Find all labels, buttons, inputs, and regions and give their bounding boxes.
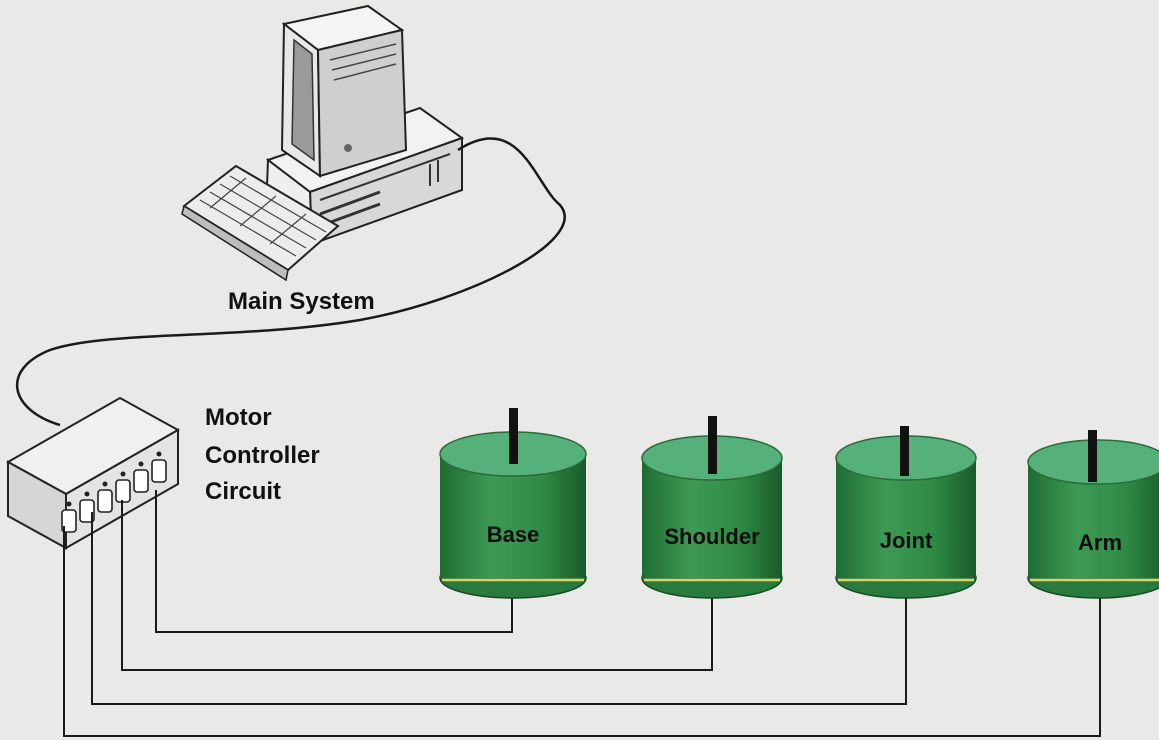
motor-joint bbox=[835, 426, 977, 599]
control-wires bbox=[63, 490, 1101, 737]
wire-base bbox=[155, 490, 513, 633]
motor-controller-icon bbox=[5, 396, 181, 550]
controller-label-line2: Controller bbox=[205, 442, 320, 469]
wire-joint bbox=[91, 512, 907, 705]
motor-label-joint: Joint bbox=[879, 528, 933, 553]
motor-arm bbox=[1027, 430, 1159, 599]
computer-icon bbox=[181, 4, 465, 282]
motor-label-base: Base bbox=[486, 522, 540, 547]
wire-arm bbox=[63, 526, 1101, 737]
controller-label-line3: Circuit bbox=[205, 478, 282, 505]
motor-base bbox=[439, 408, 587, 599]
motor-label-shoulder: Shoulder bbox=[664, 524, 760, 549]
motor-label-arm: Arm bbox=[1077, 530, 1123, 555]
controller-label-line1: Motor bbox=[205, 404, 272, 431]
motor-shoulder bbox=[641, 416, 783, 599]
main-system-label: Main System bbox=[228, 288, 375, 315]
main-system-cable bbox=[15, 137, 566, 427]
wire-shoulder bbox=[121, 500, 713, 671]
